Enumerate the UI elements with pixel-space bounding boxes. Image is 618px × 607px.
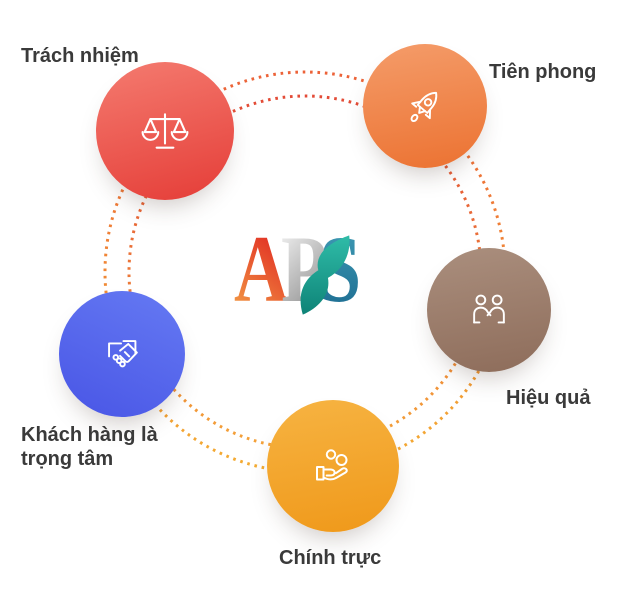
aps-logo: A P S [234,216,361,322]
value-label-tien-phong: Tiên phong [489,61,597,83]
giving-hand-icon [309,442,357,490]
logo-swoosh-icon [300,235,350,315]
value-circle-tien-phong [363,44,487,168]
partnership-icon [466,287,512,333]
value-circle-chinh-truc [267,400,399,532]
value-circle-hieu-qua [427,248,551,372]
value-circle-trach-nhiem [96,62,234,200]
value-label-khach-hang: Khách hàng là trọng tâm [21,424,158,470]
scales-icon [140,106,190,156]
value-label-trach-nhiem: Trách nhiệm [21,45,139,67]
value-label-chinh-truc: Chính trực [279,547,382,569]
rocket-icon [402,83,448,129]
value-circle-khach-hang [59,291,185,417]
value-label-hieu-qua: Hiệu quả [506,387,591,409]
logo-letter-a: A [234,216,289,322]
handshake-icon [99,331,145,377]
